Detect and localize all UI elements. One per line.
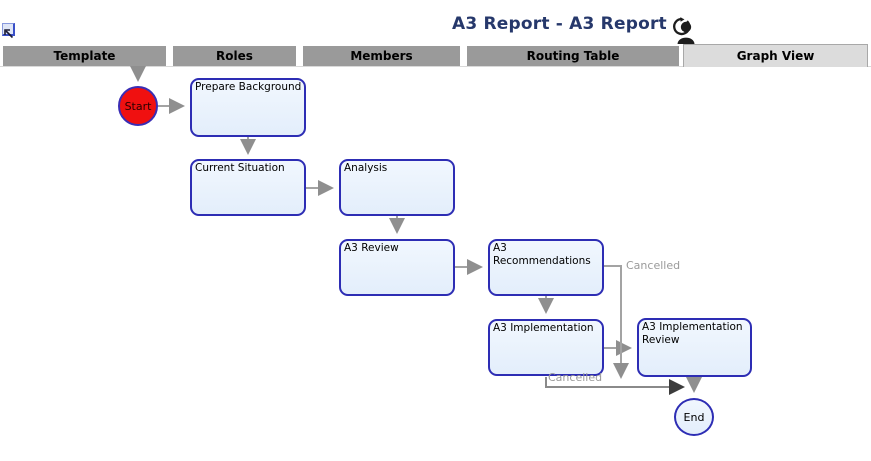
flow-node-start[interactable]: Start bbox=[118, 86, 158, 126]
flow-node-a3-recommendations[interactable]: A3 Recommendations bbox=[488, 239, 604, 296]
flow-node-end[interactable]: End bbox=[674, 398, 714, 436]
node-label: Current Situation bbox=[195, 162, 285, 174]
tab-template[interactable]: Template bbox=[3, 46, 166, 66]
nw-arrow-icon[interactable] bbox=[2, 23, 15, 39]
node-label: A3 Review bbox=[344, 242, 399, 254]
node-label: A3 Implementation bbox=[493, 322, 594, 334]
page-title: A3 Report - A3 Report bbox=[452, 14, 667, 34]
flow-node-prepare-background[interactable]: Prepare Background bbox=[190, 78, 306, 137]
nw-arrow-glyph bbox=[4, 29, 14, 39]
flow-node-a3-review[interactable]: A3 Review bbox=[339, 239, 455, 296]
edge-label-cancelled: Cancelled bbox=[626, 259, 681, 272]
tab-members[interactable]: Members bbox=[303, 46, 460, 66]
tab-graph-view[interactable]: Graph View bbox=[683, 44, 868, 67]
node-label: A3 Implementation Review bbox=[642, 321, 743, 347]
tabbar-divider bbox=[0, 66, 871, 67]
flow-node-analysis[interactable]: Analysis bbox=[339, 159, 455, 216]
tab-routing-table[interactable]: Routing Table bbox=[467, 46, 679, 66]
flow-node-a3-implementation-review[interactable]: A3 Implementation Review bbox=[637, 318, 752, 377]
tab-roles[interactable]: Roles bbox=[173, 46, 296, 66]
end-label: End bbox=[683, 410, 705, 424]
user-loop-glyph bbox=[673, 17, 695, 44]
node-label: Analysis bbox=[344, 162, 388, 174]
start-label: Start bbox=[124, 99, 152, 113]
edge-label-cancelled: Cancelled bbox=[548, 371, 603, 384]
flow-node-current-situation[interactable]: Current Situation bbox=[190, 159, 306, 216]
user-loop-icon[interactable] bbox=[666, 16, 698, 46]
node-label: A3 Recommendations bbox=[493, 242, 591, 268]
flow-node-a3-implementation[interactable]: A3 Implementation bbox=[488, 319, 604, 376]
node-label: Prepare Background bbox=[195, 81, 302, 93]
